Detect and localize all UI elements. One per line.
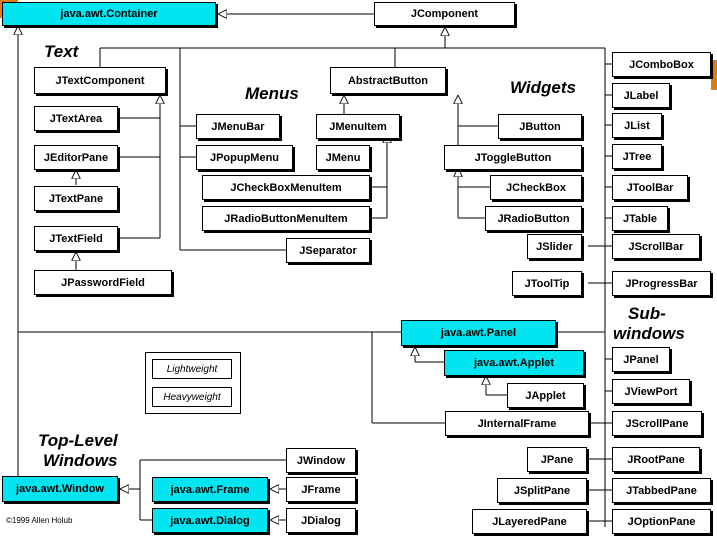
class-jrootpane: JRootPane [612,447,700,472]
class-jradiobutton: JRadioButton [485,206,582,231]
class-java-awt-window: java.awt.Window [2,476,118,502]
class-jlist: JList [612,113,662,138]
class-jviewport: JViewPort [612,379,690,404]
heading-subwindows-line1: Sub- [628,304,666,323]
heading-menus: Menus [245,84,299,103]
class-jcheckboxmenuitem: JCheckBoxMenuItem [202,175,370,200]
class-jcheckbox: JCheckBox [490,175,582,200]
class-java-awt-dialog: java.awt.Dialog [152,508,268,533]
class-jmenu: JMenu [316,145,370,170]
class-jdialog: JDialog [286,508,356,533]
class-jcombobox: JComboBox [612,52,711,77]
class-jtextfield: JTextField [34,226,118,251]
class-jtextarea: JTextArea [34,106,118,131]
class-jmenubar: JMenuBar [196,114,280,139]
heading-widgets: Widgets [510,78,576,97]
orange-edge-decoration [711,60,717,90]
class-jeditorpane: JEditorPane [34,145,118,170]
legend: Lightweight Heavyweight [145,352,241,414]
class-java-awt-panel: java.awt.Panel [401,320,556,346]
class-jpane: JPane [527,447,587,472]
class-java-awt-applet: java.awt.Applet [444,350,584,376]
class-jtooltip: JToolTip [512,271,582,296]
class-jlayeredpane: JLayeredPane [472,509,587,534]
class-jframe: JFrame [286,477,356,502]
class-jpasswordfield: JPasswordField [34,270,172,295]
class-jinternalframe: JInternalFrame [445,411,589,436]
heading-toplevel-line2: Windows [43,451,118,470]
class-jtoolbar: JToolBar [612,175,688,200]
class-java-awt-frame: java.awt.Frame [152,477,268,502]
class-jcomponent: JComponent [374,2,515,26]
class-abstractbutton: AbstractButton [330,67,446,94]
heading-text: Text [44,42,79,61]
class-jtabbedpane: JTabbedPane [612,478,711,503]
class-japplet: JApplet [507,383,584,408]
class-jseparator: JSeparator [286,238,370,263]
class-jtable: JTable [612,206,668,231]
class-jscrollbar: JScrollBar [612,234,700,259]
legend-lightweight: Lightweight [152,359,232,379]
class-java-awt-container: java.awt.Container [2,2,216,26]
copyright-notice: ©1999 Allen Holub [6,516,73,525]
heading-toplevel-line1: Top-Level [38,431,118,450]
class-jwindow: JWindow [286,448,356,473]
class-jpanel: JPanel [612,347,670,372]
class-jtree: JTree [612,144,662,169]
class-jsplitpane: JSplitPane [497,478,587,503]
heading-subwindows-line2: windows [613,324,685,343]
class-joptionpane: JOptionPane [612,509,711,534]
class-jlabel: JLabel [612,83,670,108]
class-jtogglebutton: JToggleButton [444,145,582,170]
legend-heavyweight: Heavyweight [152,387,232,407]
class-jradiobuttonmenuitem: JRadioButtonMenuItem [202,206,370,231]
class-jpopupmenu: JPopupMenu [196,145,293,170]
class-jmenuitem: JMenuItem [316,114,400,139]
class-jscrollpane: JScrollPane [612,411,702,436]
class-jprogressbar: JProgressBar [612,271,711,296]
class-jtextcomponent: JTextComponent [34,67,166,94]
class-jbutton: JButton [498,114,582,139]
class-jslider: JSlider [527,234,582,259]
class-jtextpane: JTextPane [34,186,118,211]
